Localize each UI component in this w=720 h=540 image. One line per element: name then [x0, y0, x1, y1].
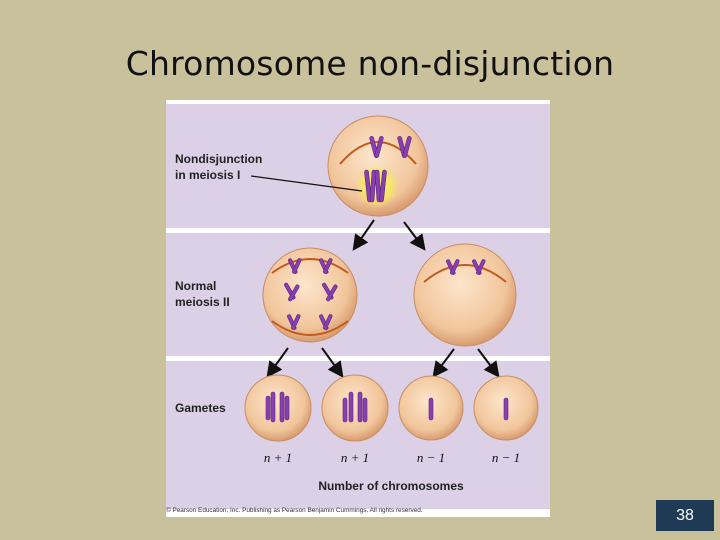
meiosis-2-left-cell — [262, 247, 358, 343]
gamete-count-3: n − 1 — [417, 450, 445, 465]
arrow-to-gamete-3 — [432, 348, 455, 378]
number-of-chromosomes-label: Number of chromosomes — [318, 479, 464, 493]
gamete-4 — [473, 375, 539, 441]
arrow-to-right-cell — [403, 221, 426, 251]
copyright-footer: © Pearson Education, Inc. Publishing as … — [166, 506, 423, 514]
gamete-3 — [398, 375, 464, 441]
label-pointer-line — [250, 175, 363, 192]
gamete-2 — [321, 374, 389, 442]
arrow-to-gamete-4 — [477, 348, 500, 378]
gamete-1 — [244, 374, 312, 442]
gamete-count-2: n + 1 — [341, 450, 369, 465]
page-number: 38 — [656, 500, 714, 531]
meiosis-2-right-cell — [413, 243, 517, 347]
figure-canvas: Nondisjunction in meiosis I — [166, 104, 550, 514]
slide-title: Chromosome non-disjunction — [125, 44, 615, 83]
gamete-count-4: n − 1 — [492, 450, 520, 465]
nondisjunction-figure: Nondisjunction in meiosis I — [166, 100, 550, 517]
arrow-to-left-cell — [352, 219, 375, 251]
meiosis-1-cell — [327, 115, 429, 217]
arrow-to-gamete-2 — [321, 347, 344, 378]
label-meiosis-2: meiosis II — [175, 295, 230, 309]
arrow-to-gamete-1 — [266, 347, 289, 378]
gamete-count-1: n + 1 — [264, 450, 292, 465]
chromosome-pair — [369, 136, 412, 158]
label-gametes: Gametes — [175, 401, 226, 415]
nondisjoined-homologs — [364, 169, 387, 203]
label-nondisjunction: Nondisjunction — [175, 152, 262, 166]
label-in-meiosis-1: in meiosis I — [175, 168, 240, 182]
label-normal: Normal — [175, 279, 216, 293]
